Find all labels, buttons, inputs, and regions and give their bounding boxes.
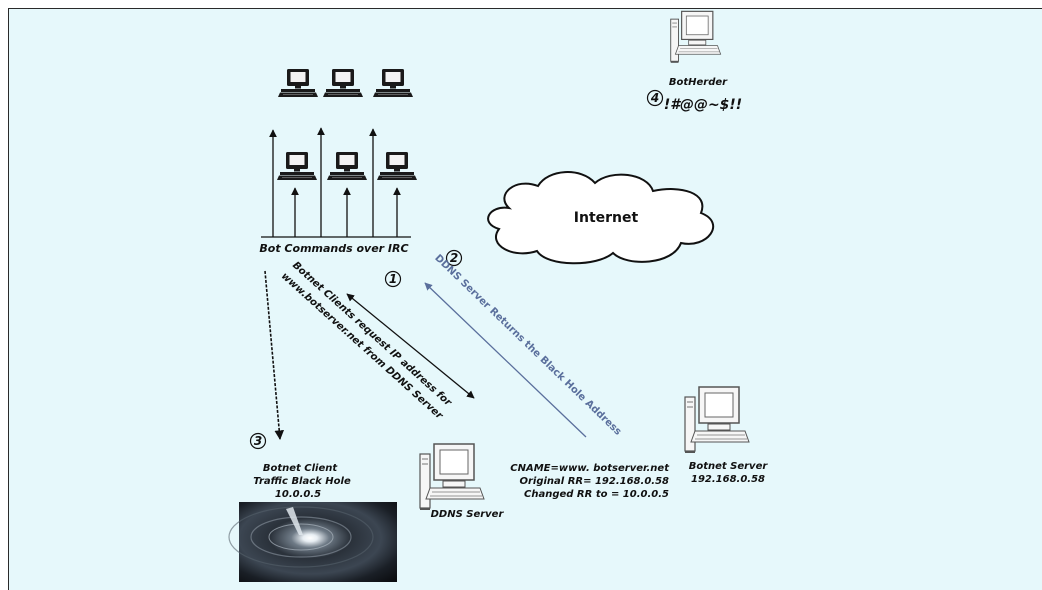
botherder-computer-icon [670, 10, 722, 64]
step-3-number: 3 [254, 434, 262, 448]
diagram-frame: Bot Commands over IRC BotHerder 4 !#@@~$… [8, 8, 1042, 590]
black-hole-image [228, 502, 397, 582]
step-1-number: 1 [389, 272, 397, 286]
cname-line1: CNAME=www. botserver.net [510, 463, 670, 474]
botherder-command-text: !#@@~$!! [664, 97, 742, 113]
botnet-server-ip: 192.168.0.58 [691, 474, 765, 485]
dns-return-arrow [424, 282, 587, 438]
botnet-server-icon [684, 386, 750, 454]
internet-label: Internet [574, 210, 639, 226]
ddns-server-label: DDNS Server [431, 509, 505, 520]
bot-commands-label: Bot Commands over IRC [259, 242, 408, 255]
botherder-label: BotHerder [669, 77, 728, 88]
client-request-label-line2: www.botserver.net from DDNS Server [279, 271, 445, 422]
irc-command-arrows [261, 127, 411, 238]
blackhole-redirect-arrow [264, 270, 285, 440]
step-1-badge: 1 [384, 270, 402, 288]
bot-computer-icon [277, 68, 319, 98]
step-2-badge: 2 [445, 249, 463, 267]
botnet-dns-blackhole-diagram: Bot Commands over IRC BotHerder 4 !#@@~$… [228, 10, 769, 582]
dns-return-label: DDNS Server Returns the Black Hole Addre… [432, 253, 623, 438]
cname-line3: Changed RR to = 10.0.0.5 [524, 489, 669, 500]
bot-computer-icon [326, 151, 368, 181]
internet-cloud-icon: Internet [487, 171, 715, 265]
bot-computer-icon [322, 68, 364, 98]
blackhole-label-line2: Traffic Black Hole [253, 476, 351, 487]
step-4-badge: 4 [646, 89, 664, 107]
blackhole-label-line3: 10.0.0.5 [275, 489, 321, 500]
client-request-arrow [346, 293, 475, 399]
step-3-badge: 3 [249, 432, 267, 450]
step-4-number: 4 [650, 91, 659, 105]
bot-computer-icon [376, 151, 418, 181]
cname-line2: Original RR= 192.168.0.58 [519, 476, 669, 487]
bot-computer-icon [276, 151, 318, 181]
client-request-label-line1: Botnet Clients request IP address for [290, 260, 454, 409]
botnet-server-label: Botnet Server [689, 461, 769, 472]
blackhole-label-line1: Botnet Client [263, 463, 339, 474]
bot-computer-icon [372, 68, 414, 98]
step-2-number: 2 [450, 251, 458, 265]
ddns-server-icon [419, 443, 485, 511]
